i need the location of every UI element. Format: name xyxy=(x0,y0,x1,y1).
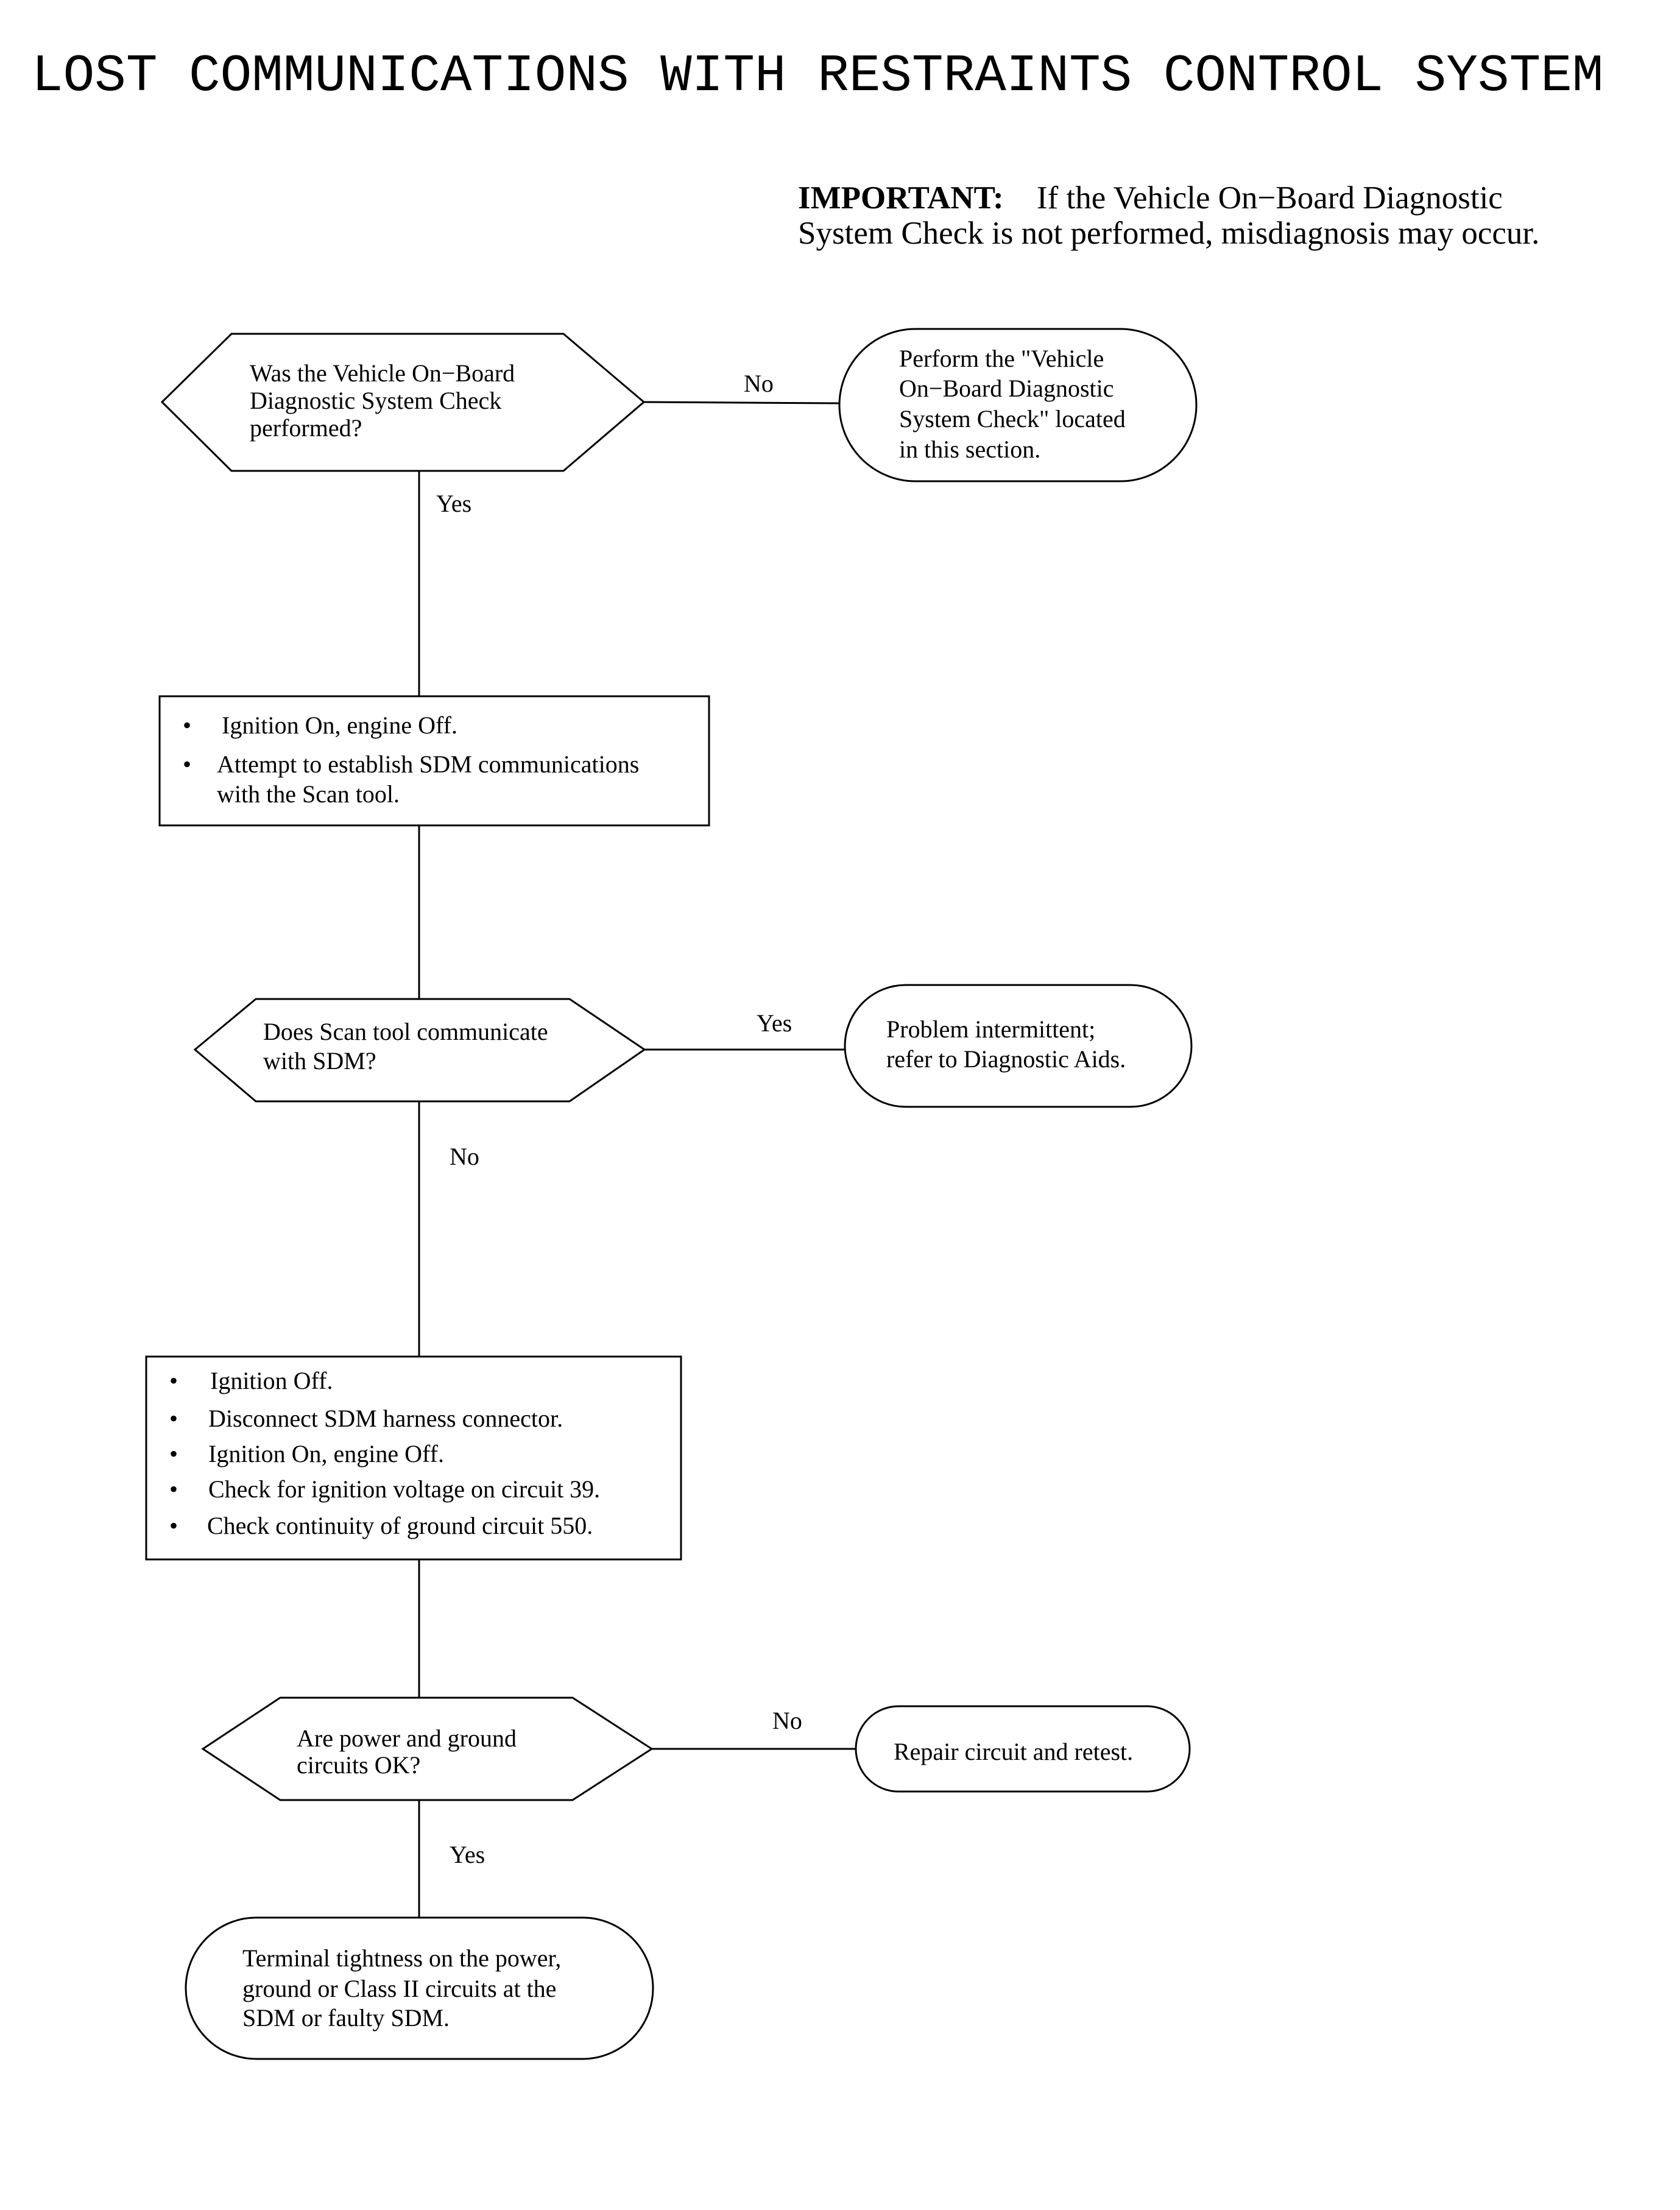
step-2-bullet-1: • xyxy=(169,1367,178,1394)
important-label: IMPORTANT: xyxy=(798,180,1004,216)
decision-3-line-2: circuits OK? xyxy=(297,1751,420,1779)
terminal-intermittent-line-2: refer to Diagnostic Aids. xyxy=(886,1045,1126,1073)
decision-2: Does Scan tool communicate with SDM? xyxy=(193,998,646,1103)
terminal-repair-shape xyxy=(855,1705,1191,1793)
terminal-perform-line-2: On−Board Diagnostic xyxy=(899,375,1114,402)
terminal-perform-line-1: Perform the "Vehicle xyxy=(899,345,1104,372)
decision-3-hexagon xyxy=(201,1696,654,1801)
terminal-final-line-2: ground or Class II circuits at the xyxy=(242,1975,556,2002)
decision-3-yes-label: Yes xyxy=(450,1841,485,1868)
decision-2-hexagon xyxy=(193,998,646,1103)
decision-3-no-label: No xyxy=(772,1707,802,1734)
step-1-item-1: Ignition On, engine Off. xyxy=(222,711,457,739)
terminal-perform-shape xyxy=(838,328,1198,482)
step-1-item-2-cont: with the Scan tool. xyxy=(217,780,400,808)
terminal-repair: Repair circuit and retest. xyxy=(855,1705,1191,1793)
decision-1: Was the Vehicle On−Board Diagnostic Syst… xyxy=(160,333,646,472)
terminal-final-line-1: Terminal tightness on the power, xyxy=(242,1944,561,1972)
step-2-rect xyxy=(145,1355,682,1561)
terminal-perform-check: Perform the "Vehicle On−Board Diagnostic… xyxy=(838,328,1198,482)
decision-1-line-1: Was the Vehicle On−Board xyxy=(250,359,515,387)
terminal-final-line-3: SDM or faulty SDM. xyxy=(242,2004,450,2032)
decision-1-hexagon xyxy=(160,333,646,472)
terminal-intermittent: Problem intermittent; refer to Diagnosti… xyxy=(844,984,1193,1108)
step-2-item-2: Disconnect SDM harness connector. xyxy=(208,1405,563,1432)
decision-1-no-label: No xyxy=(744,370,774,397)
decision-2-line-1: Does Scan tool communicate xyxy=(263,1018,548,1045)
step-2-bullet-2: • xyxy=(169,1405,178,1432)
decision-2-line-2: with SDM? xyxy=(263,1047,376,1075)
step-1-box: • Ignition On, engine Off. • Attempt to … xyxy=(158,695,710,827)
important-line-1: If the Vehicle On−Board Diagnostic xyxy=(1037,180,1503,216)
terminal-intermittent-shape xyxy=(844,984,1193,1108)
step-2-item-5: Check continuity of ground circuit 550. xyxy=(207,1512,593,1539)
connector-d1-perform xyxy=(643,401,840,404)
terminal-final: Terminal tightness on the power, ground … xyxy=(185,1916,654,2060)
step-2-bullet-4: • xyxy=(169,1475,178,1503)
step-2-box: • Ignition Off. • Disconnect SDM harness… xyxy=(145,1355,682,1561)
step-2-item-1: Ignition Off. xyxy=(210,1367,333,1394)
step-1-item-2: Attempt to establish SDM communications xyxy=(217,750,639,778)
important-line-2: System Check is not performed, misdiagno… xyxy=(798,216,1539,251)
terminal-perform-line-4: in this section. xyxy=(899,436,1040,463)
decision-2-yes-label: Yes xyxy=(757,1009,792,1037)
terminal-intermittent-line-1: Problem intermittent; xyxy=(886,1015,1095,1043)
decision-3-line-1: Are power and ground xyxy=(297,1725,517,1752)
step-2-item-4: Check for ignition voltage on circuit 39… xyxy=(208,1475,600,1503)
terminal-perform-line-3: System Check" located xyxy=(899,405,1126,432)
page-title: LOST COMMUNICATIONS WITH RESTRAINTS CONT… xyxy=(32,46,1603,106)
step-2-bullet-3: • xyxy=(169,1440,178,1467)
step-1-bullet-2: • xyxy=(183,750,191,778)
step-1-rect xyxy=(158,695,710,827)
decision-3: Are power and ground circuits OK? xyxy=(201,1696,654,1801)
decision-1-yes-label: Yes xyxy=(436,490,471,517)
step-2-item-3: Ignition On, engine Off. xyxy=(208,1440,444,1467)
important-note: IMPORTANT: If the Vehicle On−Board Diagn… xyxy=(798,180,1539,251)
terminal-repair-line-1: Repair circuit and retest. xyxy=(894,1738,1133,1765)
step-2-bullet-5: • xyxy=(169,1512,178,1539)
decision-2-no-label: No xyxy=(450,1143,479,1170)
decision-1-line-3: performed? xyxy=(250,414,362,442)
terminal-final-shape xyxy=(185,1916,654,2060)
connectors xyxy=(418,401,856,1918)
step-1-bullet-1: • xyxy=(183,711,191,739)
decision-1-line-2: Diagnostic System Check xyxy=(250,387,501,414)
